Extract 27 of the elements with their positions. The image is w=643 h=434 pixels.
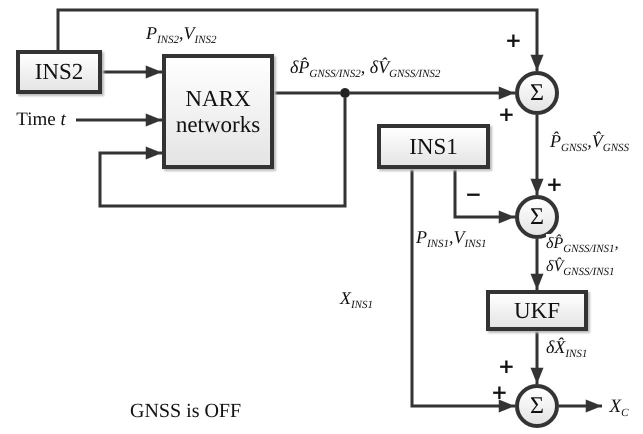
- arrow: [98, 98, 346, 208]
- output-label: X$_{C}$: [602, 394, 636, 420]
- block-box: NARX networks: [162, 54, 274, 169]
- sign-label: +: [505, 30, 522, 50]
- arrow: [530, 331, 544, 384]
- block-box: INS1: [377, 124, 490, 169]
- arrow: [56, 8, 544, 71]
- block-box: UKF: [486, 290, 588, 331]
- arrow: [350, 86, 515, 100]
- sign-label: −: [465, 184, 482, 204]
- input-label: Time t: [6, 108, 76, 132]
- arrow: [530, 239, 544, 290]
- arrow: [76, 114, 162, 126]
- sign-label: +: [491, 382, 508, 402]
- arrow: [102, 66, 162, 78]
- sign-label: +: [546, 174, 563, 194]
- block-box: INS2: [16, 50, 102, 94]
- junction-dot: [340, 88, 350, 98]
- note-text: GNSS is OFF: [130, 400, 242, 423]
- sign-label: +: [498, 104, 515, 124]
- sign-label: +: [498, 356, 515, 376]
- summing-junction: Σ: [515, 71, 559, 115]
- arrow: [410, 169, 515, 412]
- arrow: [454, 169, 515, 224]
- arrow: [559, 400, 602, 412]
- summing-junction: Σ: [515, 384, 559, 428]
- arrow: [530, 115, 544, 195]
